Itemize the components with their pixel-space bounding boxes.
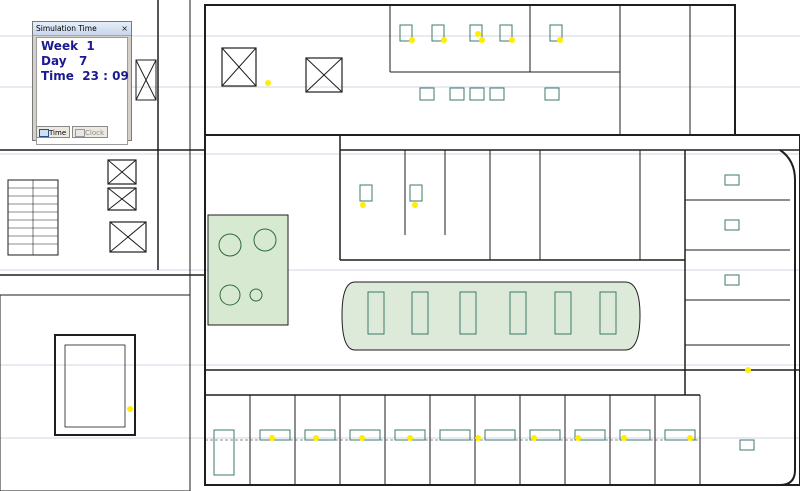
clock-button-label: Clock — [85, 129, 105, 137]
courtyard-garden — [207, 214, 289, 326]
simulation-time-title: Simulation Time — [36, 24, 97, 33]
simulation-time-window[interactable]: Simulation Time × Week 1 Day 7 Time 23 :… — [32, 21, 132, 145]
clock-button-icon — [75, 129, 85, 137]
day-readout: Day 7 — [41, 54, 88, 68]
time-button-label: Time — [49, 129, 67, 137]
simulation-time-buttons: Time Clock — [36, 126, 128, 140]
week-readout: Week 1 — [41, 39, 95, 53]
time-button[interactable]: Time — [36, 126, 70, 138]
simulation-time-titlebar[interactable]: Simulation Time × — [33, 22, 131, 36]
lounge-area — [341, 281, 641, 351]
grid-lines — [0, 35, 800, 439]
agent-markers — [127, 31, 751, 441]
clock-button[interactable]: Clock — [72, 126, 108, 138]
room-equipment — [213, 24, 755, 476]
close-icon[interactable]: × — [121, 24, 128, 33]
time-button-icon — [39, 129, 49, 137]
time-readout: Time 23 : 09 — [41, 69, 129, 83]
